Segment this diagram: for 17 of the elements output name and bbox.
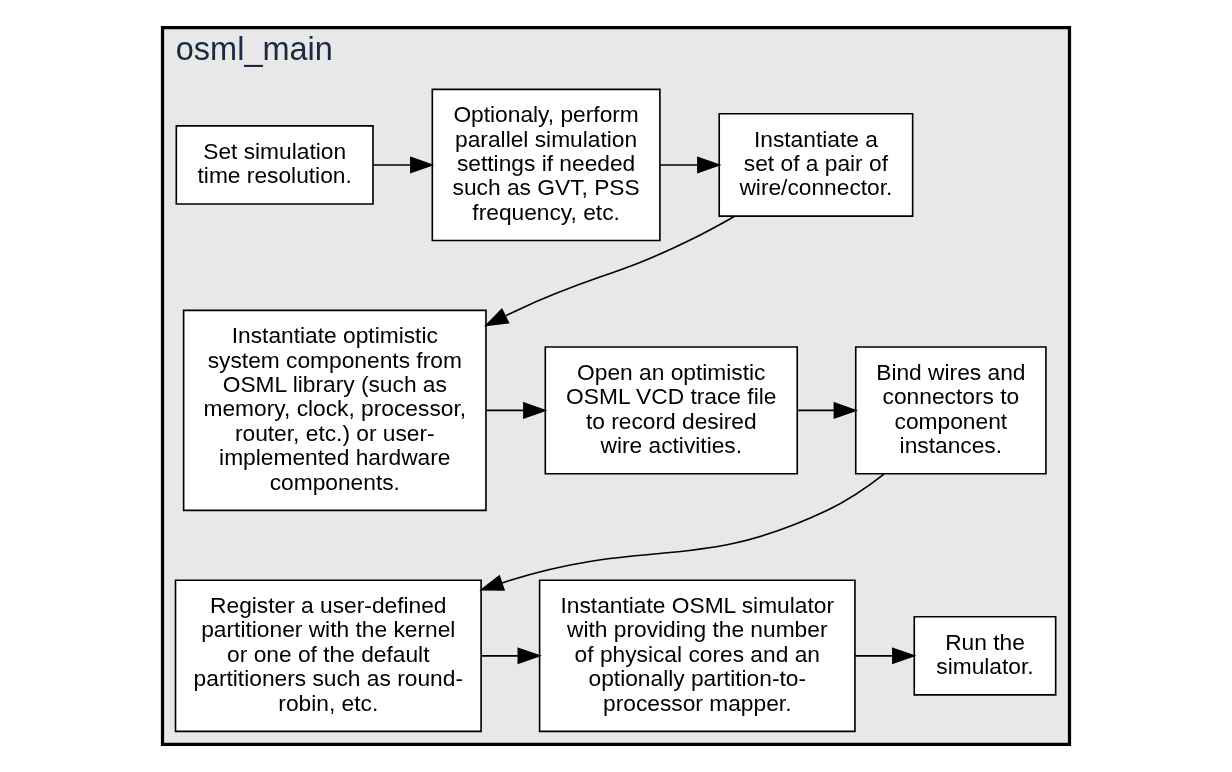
- arrow: [796, 401, 858, 419]
- arrow: [659, 156, 722, 174]
- arrow: [481, 647, 542, 665]
- node-box: Optionaly, perform parallel simulation settings if needed such as GVT, PSS frequency, etc.: [431, 88, 661, 242]
- node-box: Register a user-defined partitioner with the kernel or one of the default partitioners such as round-robin, etc.: [174, 579, 482, 733]
- node-box: Run the simulator.: [913, 616, 1057, 696]
- arrow: [372, 156, 435, 174]
- node-box: Instantiate a set of a pair of wire/connector.: [718, 112, 914, 217]
- node-box: Set simulation time resolution.: [175, 125, 374, 205]
- node-box: Instantiate OSML simulator with providing the number of physical cores and an optionally partition-to-processor mapper.: [538, 579, 856, 733]
- arrow: [485, 401, 548, 419]
- arrow: [479, 473, 885, 591]
- node-box: Instantiate optimistic system components from OSML library (such as memory, clock, processor, router, etc.) or user-implemented hardware components.: [182, 309, 487, 512]
- arrow: [483, 215, 736, 327]
- node-box: Open an optimistic OSML VCD trace file to record desired wire activities.: [544, 346, 799, 475]
- node-box: Bind wires and connectors to component instances.: [854, 346, 1047, 475]
- arrow: [854, 647, 917, 665]
